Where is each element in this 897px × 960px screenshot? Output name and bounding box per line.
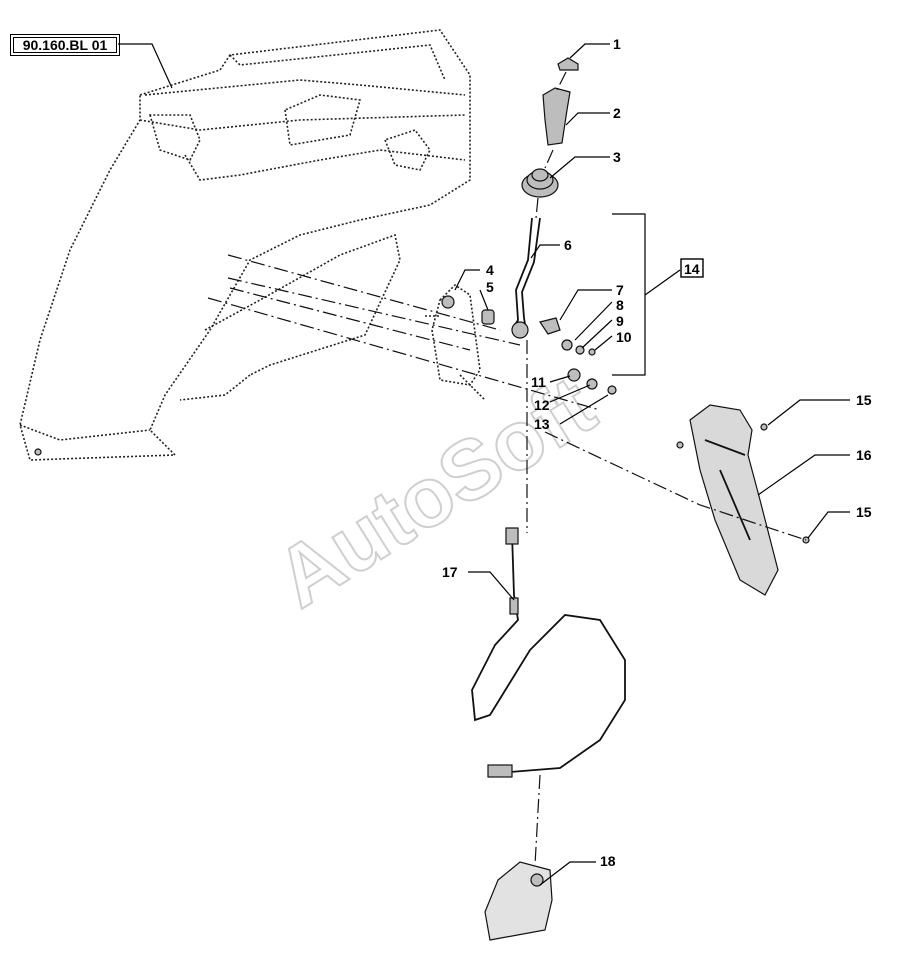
callout-4: 4 xyxy=(486,262,494,278)
callout-11: 11 xyxy=(531,374,546,390)
lever-bracket-part xyxy=(425,283,486,401)
callout-9: 9 xyxy=(616,313,624,329)
callout-7: 7 xyxy=(616,282,624,298)
console-housing xyxy=(19,29,471,461)
callout-18: 18 xyxy=(600,853,616,869)
bushing-part xyxy=(481,309,495,325)
callout-13: 13 xyxy=(534,416,550,432)
callout-14: 14 xyxy=(684,261,700,277)
screws-part xyxy=(676,423,810,544)
cable-bracket-part xyxy=(484,861,553,941)
rubber-boot-part xyxy=(521,168,559,198)
callout-17: 17 xyxy=(442,564,458,580)
small-hardware-parts xyxy=(539,317,617,395)
callout-leaders xyxy=(454,43,850,886)
callout-8: 8 xyxy=(616,297,624,313)
reference-leader xyxy=(118,43,173,89)
callout-labels: 1 2 3 4 5 6 7 8 9 10 11 12 13 14 15 16 1… xyxy=(442,36,872,869)
callout-15-top: 15 xyxy=(856,392,872,408)
callout-15-bottom: 15 xyxy=(856,504,872,520)
callout-10: 10 xyxy=(616,329,632,345)
callout-16: 16 xyxy=(856,447,872,463)
reference-code-box: 90.160.BL 01 xyxy=(10,34,120,56)
callout-3: 3 xyxy=(613,149,621,165)
side-trim-panel-part xyxy=(689,404,779,596)
shift-lever-part xyxy=(511,217,541,339)
gear-knob-part xyxy=(542,87,571,146)
callout-2: 2 xyxy=(613,105,621,121)
knob-cap-part xyxy=(557,57,579,71)
callout-1: 1 xyxy=(613,36,621,52)
assembly-lines xyxy=(207,71,807,866)
callout-5: 5 xyxy=(486,279,494,295)
callout-6: 6 xyxy=(564,237,572,253)
callout-12: 12 xyxy=(534,397,550,413)
callout-14-box xyxy=(680,258,704,278)
shift-cable-part xyxy=(471,527,626,778)
